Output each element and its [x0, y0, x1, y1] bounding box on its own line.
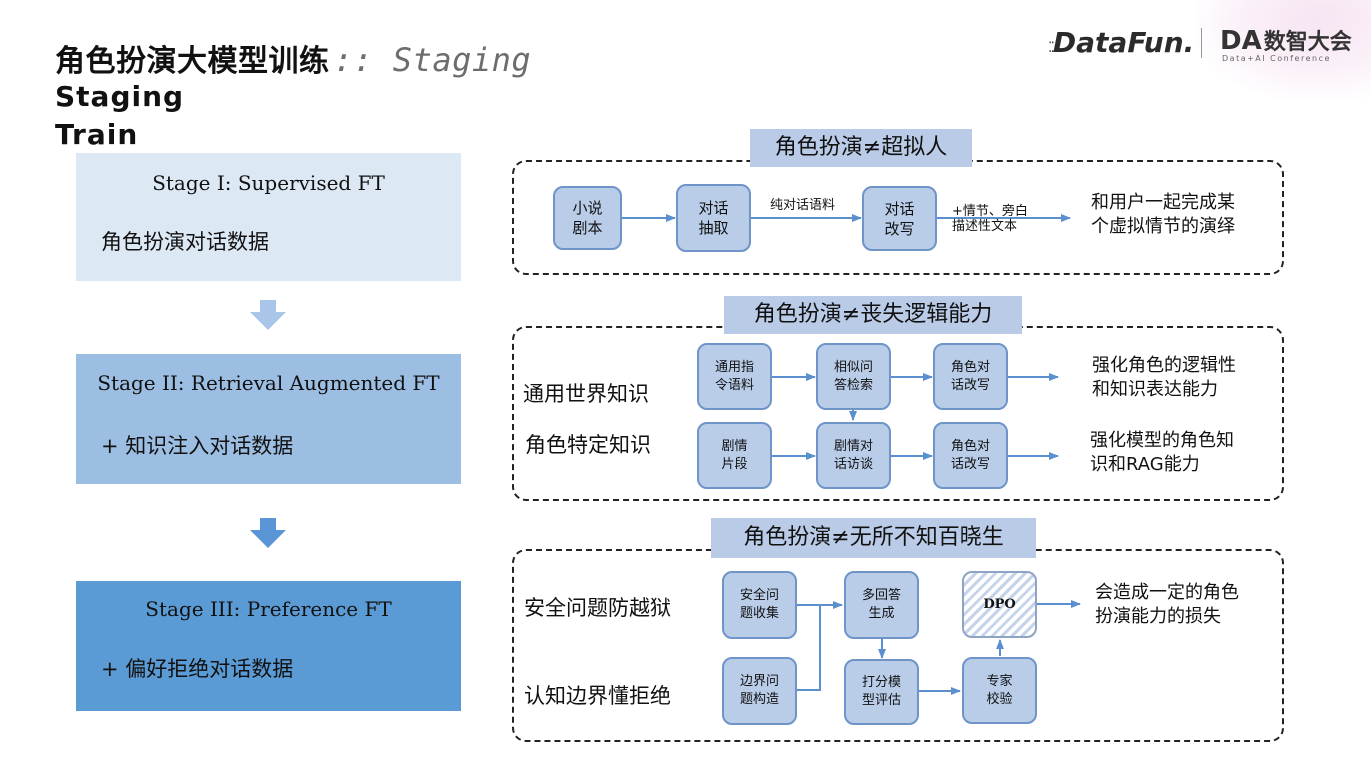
- row-label-boundary: 认知边界懂拒绝: [524, 684, 671, 708]
- row-label-safety: 安全问题防越狱: [524, 596, 671, 620]
- node-general-instruction: 通用指令语料: [697, 343, 772, 410]
- node-boundary-construct: 边界问题构造: [722, 657, 797, 725]
- section-1-result: 和用户一起完成某 个虚拟情节的演绎: [1091, 192, 1235, 237]
- node-similar-qa-retrieval: 相似问答检索: [816, 343, 891, 410]
- stage-1-box: Stage I: Supervised FT 角色扮演对话数据: [76, 153, 461, 281]
- node-expert-check: 专家校验: [962, 657, 1037, 724]
- section-3-result: 会造成一定的角色 扮演能力的损失: [1095, 582, 1239, 627]
- datafun-logo: ⁚⁚DataFun.: [1048, 26, 1195, 59]
- title-suffix: :: Staging: [333, 41, 532, 79]
- stage-arrow-1-icon: [250, 300, 286, 330]
- section-3-title: 角色扮演≠无所不知百晓生: [711, 518, 1036, 558]
- edge-label-plot: +情节、旁白 描述性文本: [952, 204, 1028, 234]
- section-2-result-1: 强化角色的逻辑性 和知识表达能力: [1092, 355, 1236, 400]
- stage-2-box: Stage II: Retrieval Augmented FT + 知识注入对…: [76, 354, 461, 484]
- node-dialog-extract: 对话抽取: [676, 184, 751, 252]
- logo-divider: [1201, 28, 1202, 58]
- stage-arrow-2-icon: [250, 518, 286, 548]
- node-role-dialog-rewrite-1: 角色对话改写: [933, 343, 1008, 410]
- da-logo: DA数智大会 Data+AI Conference: [1220, 26, 1352, 63]
- subtitle-train: Train: [55, 118, 139, 151]
- page-title: 角色扮演大模型训练:: Staging: [55, 41, 532, 79]
- stage-2-desc: + 知识注入对话数据: [101, 434, 294, 458]
- stage-3-desc: + 偏好拒绝对话数据: [101, 657, 294, 681]
- corner-glow: [1195, 0, 1371, 100]
- stage-3-box: Stage III: Preference FT + 偏好拒绝对话数据: [76, 581, 461, 711]
- node-multi-answer: 多回答生成: [844, 571, 919, 639]
- node-safety-collect: 安全问题收集: [722, 571, 797, 639]
- node-dpo: DPO: [962, 571, 1037, 638]
- datafun-dots-icon: ⁚⁚: [1048, 40, 1055, 56]
- node-plot-dialog-interview: 剧情对话访谈: [816, 422, 891, 489]
- subtitle-staging: Staging: [55, 80, 185, 113]
- row-label-general-knowledge: 通用世界知识: [523, 382, 649, 406]
- section-1-title: 角色扮演≠超拟人: [750, 129, 972, 167]
- da-logo-sub: Data+AI Conference: [1222, 54, 1331, 63]
- section-2-title: 角色扮演≠丧失逻辑能力: [724, 296, 1022, 334]
- edge-label-pure-dialog: 纯对话语料: [770, 198, 836, 213]
- stage-1-title: Stage I: Supervised FT: [152, 171, 385, 195]
- node-plot-fragment: 剧情片段: [697, 422, 772, 489]
- node-score-model: 打分模型评估: [844, 659, 919, 725]
- node-dialog-rewrite: 对话改写: [862, 186, 937, 251]
- stage-1-desc: 角色扮演对话数据: [101, 230, 269, 254]
- node-novel-script: 小说剧本: [553, 186, 622, 250]
- stage-3-title: Stage III: Preference FT: [145, 597, 392, 621]
- stage-2-title: Stage II: Retrieval Augmented FT: [97, 371, 440, 395]
- node-role-dialog-rewrite-2: 角色对话改写: [933, 422, 1008, 489]
- row-label-role-knowledge: 角色特定知识: [525, 433, 651, 457]
- section-2-result-2: 强化模型的角色知 识和RAG能力: [1090, 430, 1234, 475]
